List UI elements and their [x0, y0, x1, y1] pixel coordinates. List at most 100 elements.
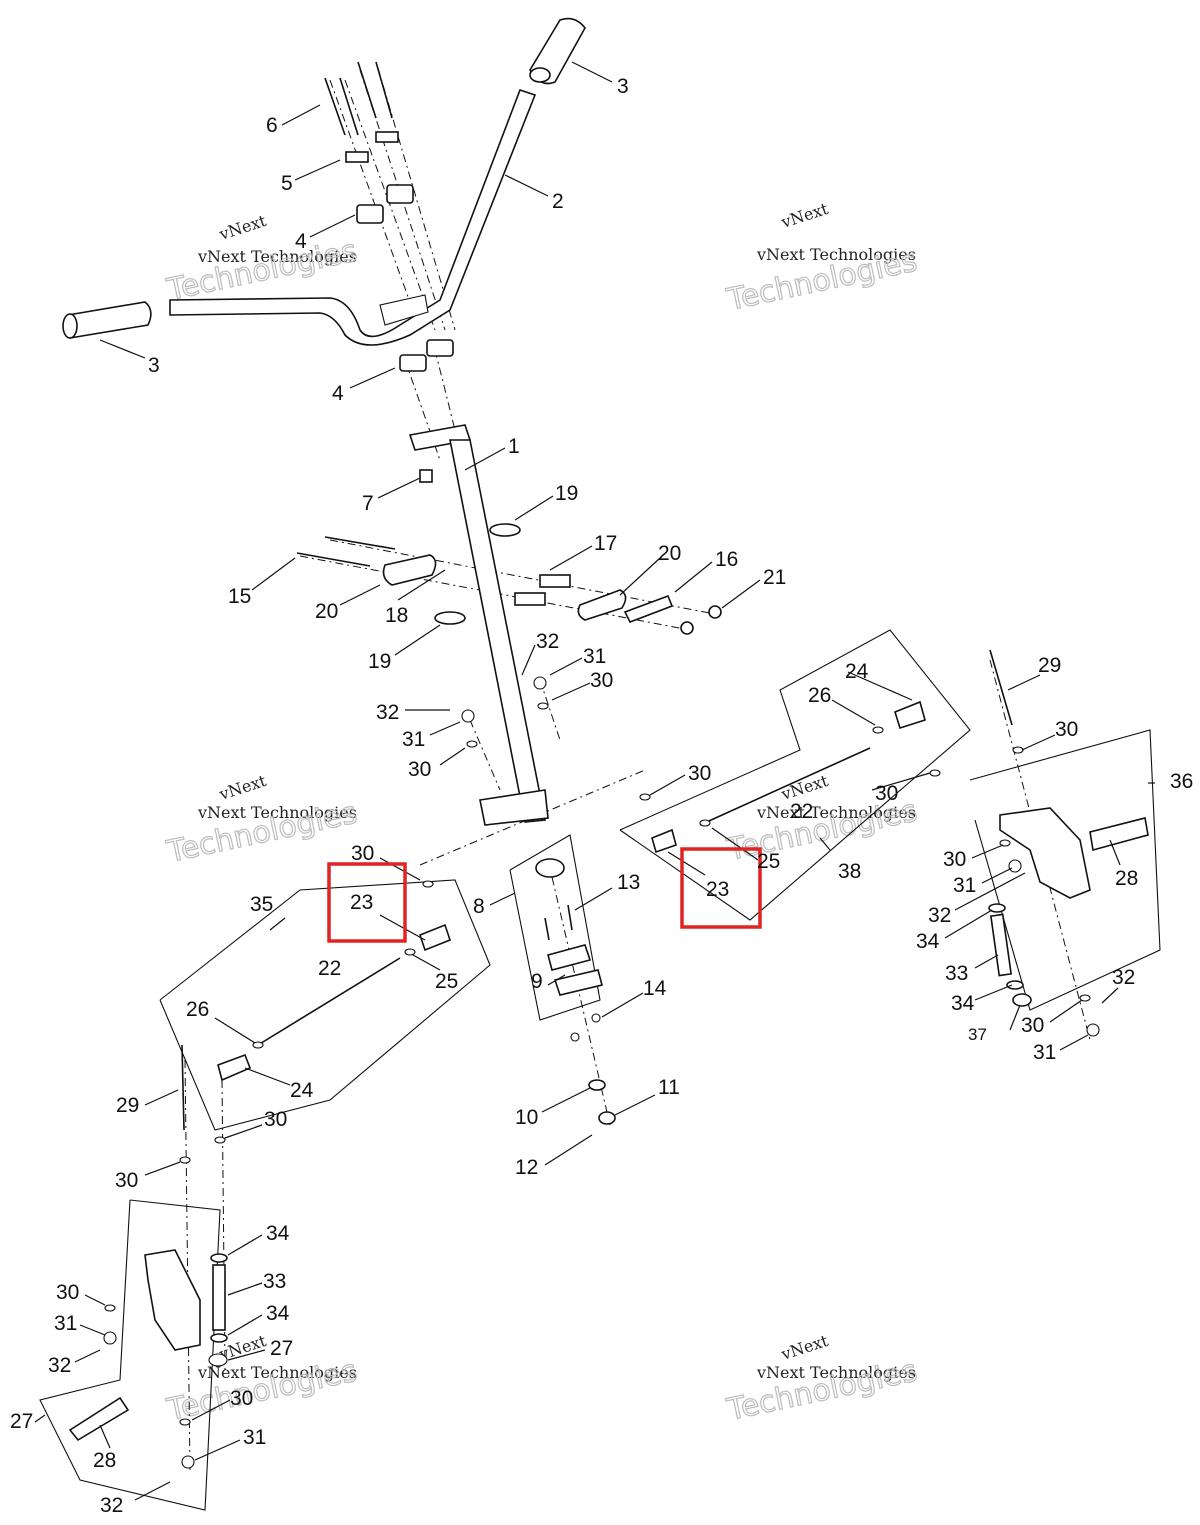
- callout-34: 34: [951, 992, 975, 1015]
- callout-29: 29: [116, 1094, 139, 1117]
- spindle: [68, 1396, 130, 1442]
- callout-30: 30: [56, 1281, 79, 1304]
- callout-32: 32: [1112, 966, 1135, 989]
- callout-8: 8: [473, 895, 485, 918]
- callout-36: 36: [1170, 770, 1193, 793]
- tie-rod-end: [651, 828, 677, 854]
- callout-34: 34: [266, 1302, 290, 1325]
- callout-32: 32: [100, 1494, 123, 1517]
- callout-23: 23: [350, 891, 373, 914]
- callout-31: 31: [54, 1312, 77, 1335]
- steering-column: [408, 424, 549, 826]
- callout-22: 22: [318, 957, 341, 980]
- callout-37: 37: [968, 1025, 987, 1044]
- callout-17: 17: [594, 532, 617, 555]
- watermark-vnext: vNext: [778, 1331, 831, 1364]
- callout-3: 3: [148, 354, 160, 377]
- plate: [547, 944, 592, 971]
- bushing: [212, 1264, 226, 1331]
- bearing: [535, 858, 565, 878]
- callout-12: 12: [515, 1156, 538, 1179]
- grip-left: [62, 301, 152, 339]
- washer: [210, 1333, 228, 1343]
- callout-30: 30: [408, 758, 431, 781]
- plate: [553, 969, 603, 996]
- spindle-knuckle: [999, 807, 1091, 899]
- callout-19: 19: [368, 650, 391, 673]
- callout-30: 30: [875, 782, 898, 805]
- bolt: [324, 536, 396, 550]
- callout-6: 6: [266, 114, 278, 137]
- callout-28: 28: [93, 1449, 116, 1472]
- nut: [598, 1111, 616, 1125]
- callout-27: 27: [10, 1410, 33, 1433]
- callout-24: 24: [290, 1079, 314, 1102]
- bolt: [544, 917, 550, 941]
- callout-18: 18: [385, 604, 408, 627]
- callout-26: 26: [808, 684, 831, 707]
- watermark-text: vNext Technologies: [197, 247, 357, 266]
- callout-13: 13: [617, 871, 640, 894]
- callout-30: 30: [264, 1108, 287, 1131]
- watermark-text: vNext Technologies: [197, 803, 357, 822]
- callout-34: 34: [916, 930, 940, 953]
- watermark-text: vNext Technologies: [756, 803, 916, 822]
- callout-30: 30: [1055, 718, 1078, 741]
- callout-5: 5: [281, 172, 293, 195]
- callout-20: 20: [315, 600, 338, 623]
- kingpin: [181, 1044, 185, 1131]
- tie-rod: [699, 747, 871, 826]
- callout-30: 30: [351, 842, 374, 865]
- callout-33: 33: [945, 962, 968, 985]
- nut: [680, 621, 694, 635]
- callout-38: 38: [838, 860, 861, 883]
- callout-32: 32: [536, 630, 559, 653]
- bushing: [989, 913, 1013, 977]
- watermark-text: vNext Technologies: [197, 1363, 357, 1382]
- watermark-technologies: Technologies: [163, 234, 360, 309]
- spindle-knuckle: [144, 1249, 201, 1351]
- callout-21: 21: [763, 566, 786, 589]
- callout-32: 32: [376, 701, 399, 724]
- callout-3: 3: [617, 75, 629, 98]
- watermark-vnext: vNext: [778, 199, 831, 232]
- assembly-axes: [184, 67, 1091, 1471]
- callout-14: 14: [643, 977, 667, 1000]
- callout-32: 32: [928, 904, 951, 927]
- callout-10: 10: [515, 1106, 538, 1129]
- callout-19: 19: [555, 482, 578, 505]
- callout-26: 26: [186, 998, 209, 1021]
- callout-4: 4: [295, 230, 307, 253]
- callout-30: 30: [1021, 1014, 1044, 1037]
- washer: [1012, 993, 1032, 1007]
- callout-33: 33: [263, 1270, 286, 1293]
- callout-4: 4: [332, 382, 344, 405]
- callout-2: 2: [552, 190, 564, 213]
- spindle: [1089, 817, 1149, 852]
- callout-29: 29: [1038, 654, 1061, 677]
- watermark-vnext: vNext: [216, 211, 269, 244]
- bracket: [577, 589, 627, 621]
- callout-20: 20: [658, 542, 681, 565]
- callout-labels: 3 2 3 6 5 4 4 1 7 19 17 15 20 20 16 21 1…: [10, 75, 1193, 1517]
- highlight-box-part-23-right: [680, 847, 762, 929]
- tie-rod-end: [894, 700, 926, 730]
- callout-31: 31: [953, 874, 976, 897]
- washer: [588, 1079, 606, 1091]
- bracket: [382, 554, 437, 586]
- callout-32: 32: [48, 1354, 71, 1377]
- spacer: [514, 592, 546, 606]
- tie-rod: [257, 957, 401, 1046]
- spacer: [539, 574, 571, 588]
- grip-right: [529, 17, 586, 85]
- callout-25: 25: [435, 970, 458, 993]
- bushing: [434, 611, 466, 625]
- callout-30: 30: [590, 669, 613, 692]
- nut: [419, 469, 433, 483]
- handlebar-bolts: [324, 61, 393, 136]
- callout-27: 27: [270, 1337, 293, 1360]
- callout-31: 31: [583, 645, 606, 668]
- watermark-vnext: vNext: [216, 771, 269, 804]
- watermark-text: vNext Technologies: [756, 1363, 916, 1382]
